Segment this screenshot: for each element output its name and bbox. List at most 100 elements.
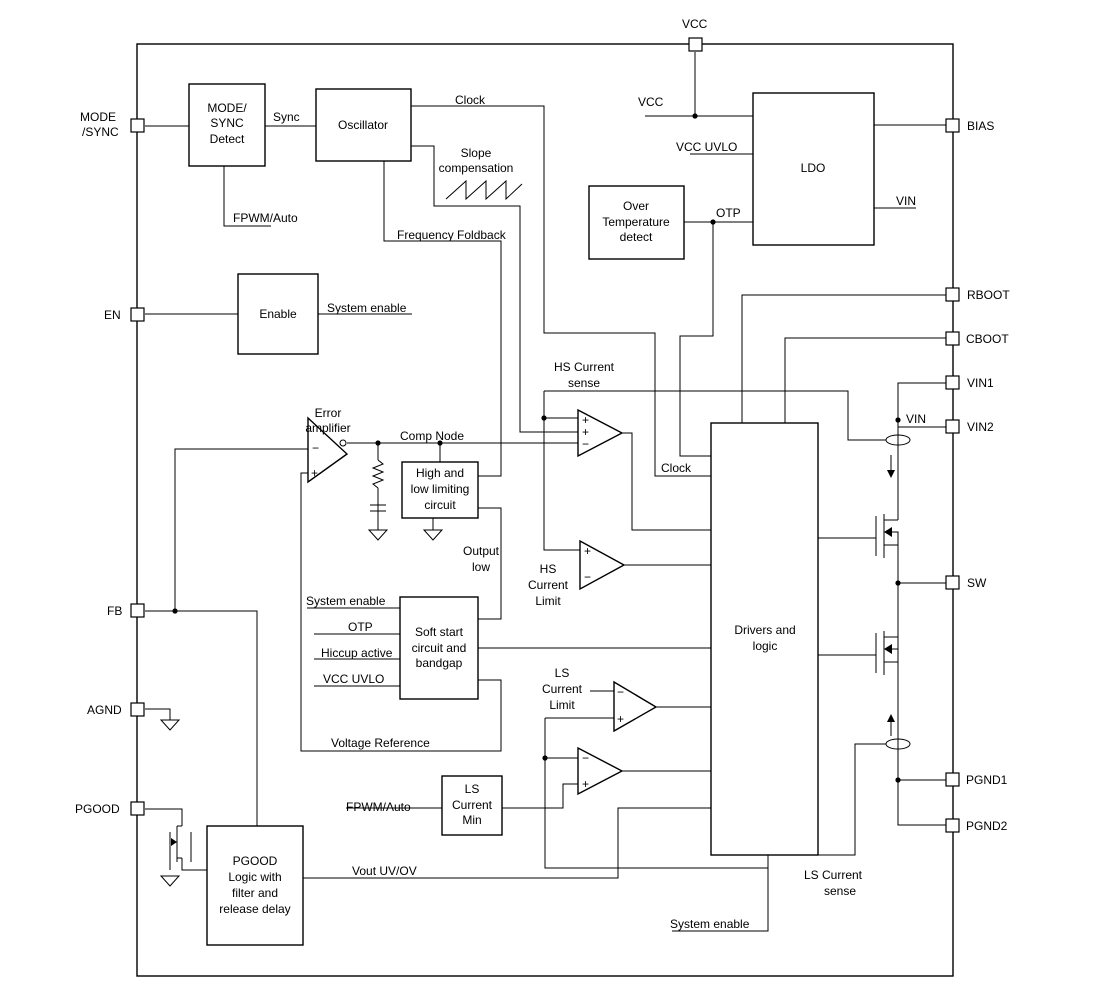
svg-text:+: + [617, 712, 624, 726]
soft-start-label-2: circuit and [412, 641, 467, 655]
hs-limit-label-2: Current [528, 578, 569, 592]
svg-text:+: + [582, 425, 589, 439]
ls-min-label-3: Min [462, 813, 481, 827]
ground-symbols [159, 529, 444, 887]
pin-cboot [945, 331, 960, 346]
output-low-label-2: low [472, 560, 490, 574]
enable-block [237, 273, 319, 355]
vin-switch-label: VIN [906, 412, 926, 426]
otp-label: OTP [716, 206, 741, 220]
mode-sync-detect-block [188, 83, 266, 167]
hs-sense-label-1: HS Current [554, 360, 615, 374]
vin-ldo-label: VIN [896, 194, 916, 208]
compensation-rc [370, 459, 386, 512]
signal-labels: Sync Clock Slope compensation VCC VCC UV… [233, 93, 926, 931]
vcc-pin-label: VCC [682, 17, 708, 31]
svg-text:−: − [584, 570, 591, 584]
pin-sw [945, 575, 960, 590]
over-temperature-block [588, 185, 685, 260]
ss-vcc-uvlo-label: VCC UVLO [323, 672, 384, 686]
fb-pin-label: FB [107, 604, 122, 618]
ic-outline [136, 43, 954, 977]
oscillator-label: Oscillator [338, 118, 388, 132]
ls-sense-label-2: sense [824, 884, 856, 898]
error-amplifier: − + [307, 416, 349, 484]
sw-pin-label: SW [967, 576, 987, 590]
pin-labels: VCC MODE /SYNC EN FB AGND PGOOD BIAS RBO… [75, 17, 1010, 833]
drivers-label-2: logic [753, 639, 778, 653]
block-labels: MODE/ SYNC Detect Oscillator LDO Over Te… [207, 101, 825, 916]
mode-pin-label: MODE [80, 110, 116, 124]
svg-text:+: + [582, 413, 589, 427]
slope-comp-label-2: compensation [439, 161, 514, 175]
soft-start-label-3: bandgap [416, 656, 463, 670]
vcc-uvlo-ldo-label: VCC UVLO [676, 140, 737, 154]
current-sense-rings [885, 434, 911, 750]
pin-agnd [130, 702, 145, 717]
hs-pwm-comparator: + + − [577, 408, 624, 458]
sync-pin-label: /SYNC [82, 125, 119, 139]
error-amp-label-1: Error [315, 406, 342, 420]
ls-current-min-comparator: − + [577, 746, 624, 796]
over-temp-label-3: detect [620, 230, 653, 244]
wires [145, 52, 946, 932]
svg-text:+: + [582, 777, 589, 791]
clock-mid-label: Clock [661, 461, 692, 475]
limiting-circuit-block [401, 461, 479, 519]
limiting-label-2: low limiting [411, 482, 470, 496]
en-pin-label: EN [104, 308, 121, 322]
svg-text:−: − [312, 441, 319, 455]
vin2-pin-label: VIN2 [967, 420, 994, 434]
soft-start-label-1: Soft start [415, 625, 464, 639]
rboot-pin-label: RBOOT [967, 288, 1010, 302]
ss-hiccup-label: Hiccup active [321, 646, 393, 660]
pgnd2-pin-label: PGND2 [966, 819, 1008, 833]
pin-bias [945, 118, 960, 133]
pin-pgnd2 [945, 818, 960, 833]
mode-sync-label-2: SYNC [210, 116, 244, 130]
pin-vin2 [945, 419, 960, 434]
oscillator-block [315, 88, 412, 162]
mode-sync-label-3: Detect [210, 132, 245, 146]
output-low-label-1: Output [463, 544, 500, 558]
ls-current-min-block [441, 775, 503, 836]
system-enable-bottom-label: System enable [670, 917, 750, 931]
soft-start-block [399, 596, 479, 700]
over-temp-label-1: Over [623, 199, 649, 213]
sawtooth-icon [445, 179, 523, 201]
svg-text:−: − [582, 751, 589, 765]
pin-pgnd1 [945, 772, 960, 787]
vin1-pin-label: VIN1 [967, 376, 994, 390]
ls-limit-label-1: LS [555, 666, 570, 680]
pin-pgood [130, 801, 145, 816]
pgood-logic-label-4: release delay [219, 902, 290, 916]
hs-limit-label-1: HS [540, 562, 557, 576]
comp-node-label: Comp Node [400, 429, 464, 443]
pin-rboot [945, 287, 960, 302]
ls-sense-label-1: LS Current [804, 868, 863, 882]
low-side-mosfet [875, 631, 899, 675]
ls-min-label-1: LS [465, 782, 480, 796]
hs-sense-label-2: sense [568, 376, 600, 390]
system-enable-en-label: System enable [327, 301, 407, 315]
svg-text:+: + [311, 466, 318, 480]
drivers-logic-block [710, 422, 819, 856]
svg-text:−: − [617, 685, 624, 699]
junctions [172, 113, 901, 783]
over-temp-label-2: Temperature [602, 215, 670, 229]
limiting-label-3: circuit [424, 498, 456, 512]
ls-limit-label-3: Limit [549, 698, 575, 712]
drivers-label-1: Drivers and [734, 623, 795, 637]
pin-vin1 [945, 375, 960, 390]
clock-top-label: Clock [455, 93, 486, 107]
cboot-pin-label: CBOOT [966, 332, 1009, 346]
enable-label: Enable [259, 307, 297, 321]
bias-pin-label: BIAS [967, 119, 994, 133]
pgnd1-pin-label: PGND1 [966, 773, 1008, 787]
ls-current-limit-comparator: − + [613, 680, 658, 733]
ss-otp-label: OTP [348, 620, 373, 634]
fpwm-bottom-label: FPWM/Auto [346, 800, 411, 814]
ls-limit-label-2: Current [542, 682, 583, 696]
hs-current-limit-comparator: + − [579, 539, 626, 591]
ls-min-label-2: Current [452, 798, 493, 812]
